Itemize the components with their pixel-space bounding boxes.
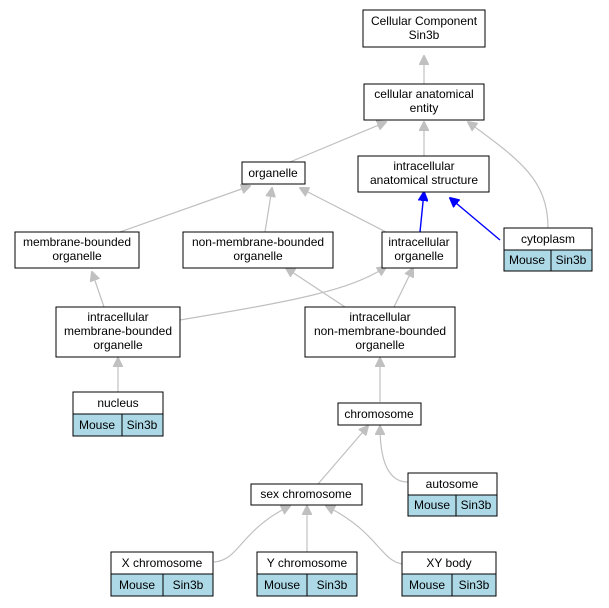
edge-membrane-bounded-organelle-to-organelle bbox=[119, 186, 250, 233]
edge-cytoplasm-to-cellular-anatomical-entity bbox=[468, 122, 549, 229]
node-label-line: non-membrane-bounded bbox=[314, 324, 446, 338]
node-label-line: XY body bbox=[426, 556, 471, 570]
node-xy-body[interactable]: XY body Mouse Sin3b bbox=[401, 551, 497, 597]
node-non-membrane-bounded-organelle[interactable]: non-membrane-bounded organelle bbox=[182, 231, 334, 269]
node-cellular-anatomical-entity[interactable]: cellular anatomical entity bbox=[363, 83, 485, 121]
node-label-line: intracellular bbox=[87, 310, 148, 324]
node-organelle[interactable]: organelle bbox=[241, 161, 306, 185]
node-label-line: anatomical structure bbox=[370, 173, 478, 187]
edge-autosome-to-chromosome bbox=[380, 426, 409, 483]
node-label-line: Y chromosome bbox=[267, 556, 348, 570]
annotation-species-label: Mouse bbox=[509, 253, 545, 267]
annotation-species-label: Mouse bbox=[119, 578, 155, 592]
annotation-gene-cell bbox=[121, 413, 164, 437]
annotation-gene-label: Sin3b bbox=[556, 253, 587, 267]
node-label-line: organelle bbox=[355, 338, 405, 352]
node-label-line: autosome bbox=[426, 477, 479, 491]
node-label-line: non-membrane-bounded bbox=[192, 235, 324, 249]
node-label-line: X chromosome bbox=[122, 556, 203, 570]
annotation-gene-cell bbox=[455, 494, 498, 517]
node-label-line: organelle bbox=[394, 249, 444, 263]
node-nucleus[interactable]: nucleus Mouse Sin3b bbox=[72, 391, 164, 437]
node-label-line: cellular anatomical bbox=[374, 87, 473, 101]
node-label-line: intracellular bbox=[393, 159, 454, 173]
node-cellular-component[interactable]: Cellular Component Sin3b bbox=[362, 9, 486, 48]
node-x-chromosome[interactable]: X chromosome Mouse Sin3b bbox=[110, 551, 214, 597]
annotation-gene-cell bbox=[451, 573, 497, 597]
node-membrane-bounded-organelle[interactable]: membrane-bounded organelle bbox=[14, 231, 140, 269]
node-label-line: sex chromosome bbox=[260, 487, 352, 501]
node-label-line: intracellular bbox=[388, 235, 449, 249]
edge-sex-chromosome-to-chromosome bbox=[317, 426, 368, 485]
edges bbox=[92, 56, 549, 565]
node-intracellular-anatomical-structure[interactable]: intracellular anatomical structure bbox=[357, 155, 490, 193]
annotation-species-label: Mouse bbox=[414, 498, 450, 512]
annotation-species-label: Mouse bbox=[409, 578, 445, 592]
node-label-line: organelle bbox=[93, 338, 143, 352]
node-label-line: nucleus bbox=[97, 396, 138, 410]
annotation-gene-label: Sin3b bbox=[317, 578, 348, 592]
edge-intracellular-non-membrane-bounded-organelle-to-non-membrane-bounded-organelle bbox=[286, 268, 346, 308]
node-label-line: Cellular Component bbox=[371, 14, 478, 28]
annotation-gene-cell bbox=[306, 573, 358, 597]
node-sex-chromosome[interactable]: sex chromosome bbox=[250, 483, 363, 506]
node-label-line: membrane-bounded bbox=[23, 235, 131, 249]
edge-cytoplasm-to-intracellular-anatomical-structure bbox=[450, 198, 501, 241]
node-intracellular-organelle[interactable]: intracellular organelle bbox=[381, 231, 458, 269]
edge-intracellular-organelle-to-organelle bbox=[300, 188, 387, 233]
node-intracellular-membrane-bounded-organelle[interactable]: intracellular membrane-bounded organelle bbox=[55, 306, 181, 358]
node-label-line: organelle bbox=[248, 166, 298, 180]
edge-organelle-to-cellular-anatomical-entity bbox=[289, 122, 386, 163]
annotation-gene-cell bbox=[550, 249, 593, 272]
edge-non-membrane-bounded-organelle-to-organelle bbox=[264, 188, 272, 233]
edge-intracellular-membrane-bounded-organelle-to-intracellular-organelle bbox=[179, 267, 386, 321]
annotation-gene-cell bbox=[162, 573, 214, 597]
edge-xy-body-to-sex-chromosome bbox=[326, 506, 403, 565]
node-autosome[interactable]: autosome Mouse Sin3b bbox=[407, 472, 498, 517]
edge-intracellular-membrane-bounded-organelle-to-membrane-bounded-organelle bbox=[92, 272, 105, 308]
annotation-gene-label: Sin3b bbox=[127, 418, 158, 432]
annotation-gene-label: Sin3b bbox=[461, 498, 492, 512]
node-label-line: cytoplasm bbox=[521, 232, 575, 246]
node-label-line: chromosome bbox=[344, 407, 414, 421]
node-label-line: entity bbox=[410, 101, 439, 115]
node-label-line: Sin3b bbox=[409, 28, 440, 42]
node-label-line: organelle bbox=[52, 249, 102, 263]
node-cytoplasm[interactable]: cytoplasm Mouse Sin3b bbox=[503, 227, 593, 272]
edge-intracellular-organelle-to-intracellular-anatomical-structure bbox=[420, 192, 424, 233]
node-label-line: intracellular bbox=[349, 310, 410, 324]
annotation-species-label: Mouse bbox=[264, 578, 300, 592]
node-chromosome[interactable]: chromosome bbox=[337, 402, 422, 426]
node-label-line: membrane-bounded bbox=[64, 324, 172, 338]
node-label-line: organelle bbox=[233, 249, 283, 263]
annotation-gene-label: Sin3b bbox=[173, 578, 204, 592]
annotation-gene-label: Sin3b bbox=[459, 578, 490, 592]
node-intracellular-non-membrane-bounded-organelle[interactable]: intracellular non-membrane-bounded organ… bbox=[304, 306, 456, 358]
edge-intracellular-non-membrane-bounded-organelle-to-intracellular-organelle bbox=[393, 268, 413, 308]
edge-x-chromosome-to-sex-chromosome bbox=[213, 506, 290, 563]
annotation-species-label: Mouse bbox=[79, 418, 115, 432]
node-y-chromosome[interactable]: Y chromosome Mouse Sin3b bbox=[256, 551, 358, 597]
